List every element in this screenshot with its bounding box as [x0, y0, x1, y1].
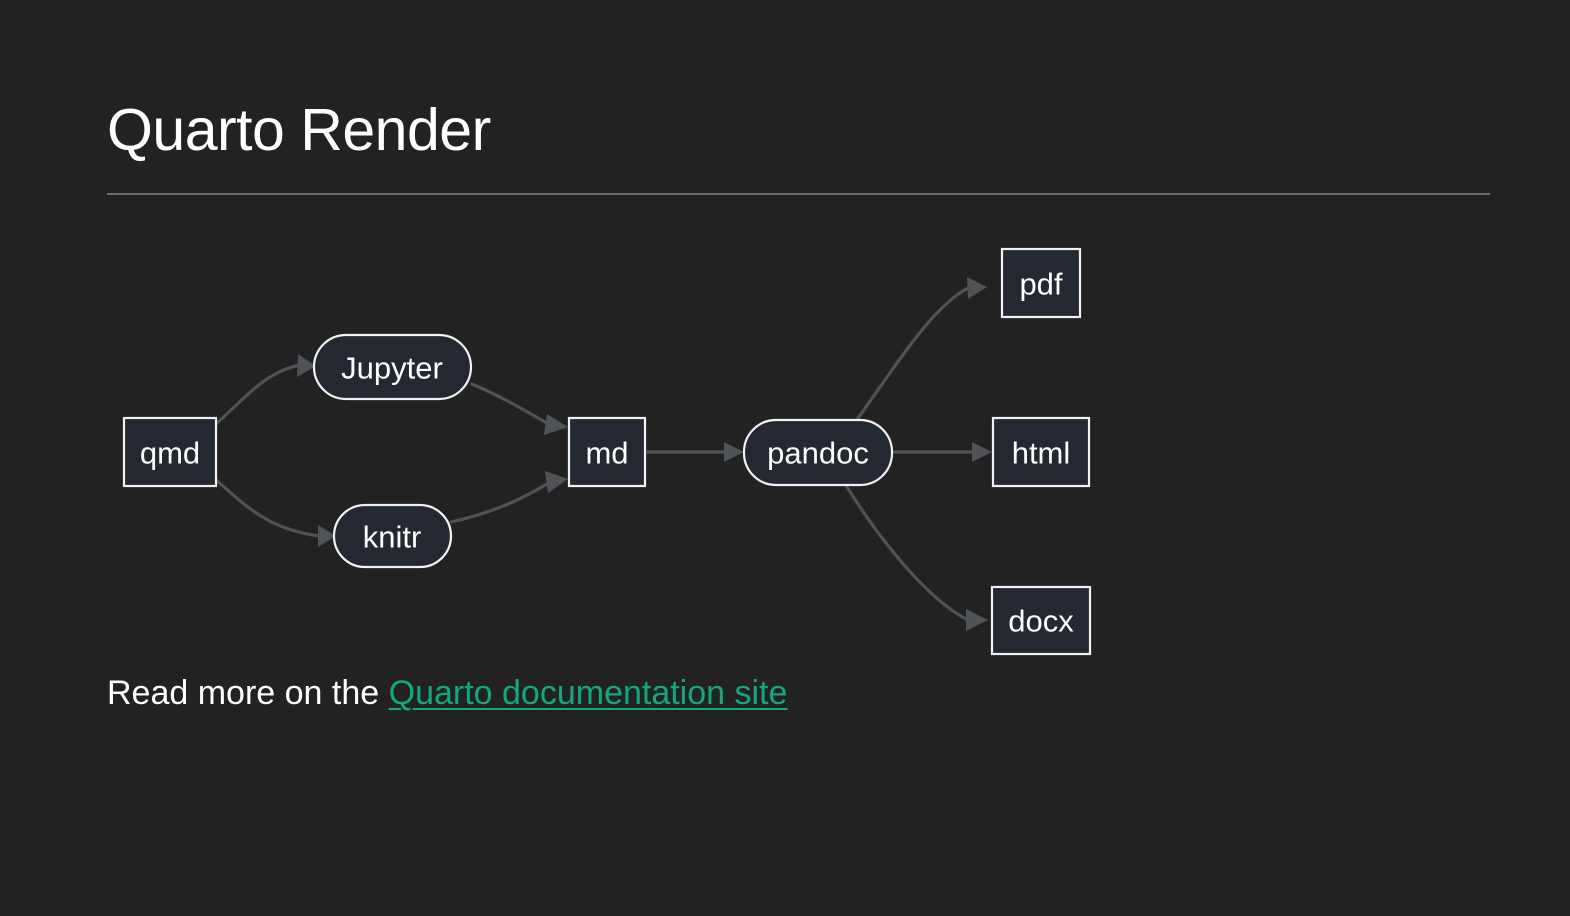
node-html[interactable]: html	[991, 416, 1091, 488]
node-docx-label: docx	[1008, 604, 1074, 639]
node-qmd-label: qmd	[140, 436, 200, 471]
node-md[interactable]: md	[567, 416, 647, 488]
arrowhead-icon	[545, 471, 568, 493]
footer-prefix: Read more on the	[107, 674, 389, 712]
edge-pandoc-to-html	[890, 442, 992, 462]
node-pandoc-label: pandoc	[767, 436, 869, 471]
node-pandoc-shape[interactable]	[742, 418, 894, 487]
edge-md-to-pandoc	[643, 442, 744, 462]
node-md-shape[interactable]	[567, 416, 647, 488]
node-docx-shape[interactable]	[990, 585, 1092, 656]
quarto-documentation-link[interactable]: Quarto documentation site	[388, 674, 788, 712]
node-jupyter-shape[interactable]	[312, 333, 473, 401]
node-pdf-label: pdf	[1019, 267, 1062, 302]
node-html-shape[interactable]	[991, 416, 1091, 488]
arrowhead-icon	[544, 414, 568, 435]
arrowhead-icon	[724, 442, 744, 462]
node-knitr[interactable]: knitr	[332, 503, 453, 569]
node-jupyter[interactable]: Jupyter	[312, 333, 473, 401]
edge-pandoc-to-docx	[845, 485, 988, 631]
node-md-label: md	[585, 436, 628, 471]
edge-knitr-to-md	[449, 471, 568, 524]
node-pandoc[interactable]: pandoc	[742, 418, 894, 487]
arrowhead-icon	[297, 354, 316, 377]
node-knitr-label: knitr	[363, 520, 422, 555]
node-jupyter-label: Jupyter	[341, 351, 443, 386]
node-qmd-shape[interactable]	[122, 416, 218, 488]
arrowhead-icon	[318, 525, 336, 547]
node-pdf-shape[interactable]	[1000, 247, 1082, 319]
title-divider	[107, 193, 1490, 195]
arrowhead-icon	[966, 609, 988, 631]
title-block: Quarto Render	[107, 97, 1490, 163]
edge-qmd-to-knitr	[214, 478, 336, 547]
edge-qmd-to-jupyter	[214, 354, 316, 426]
arrowhead-icon	[967, 277, 987, 299]
node-qmd[interactable]: qmd	[122, 416, 218, 488]
arrowhead-icon	[972, 442, 992, 462]
node-knitr-shape[interactable]	[332, 503, 453, 569]
node-docx[interactable]: docx	[990, 585, 1092, 656]
page-title: Quarto Render	[107, 97, 491, 163]
edge-pandoc-to-pdf	[856, 277, 987, 420]
edge-jupyter-to-md	[470, 382, 568, 435]
node-pdf[interactable]: pdf	[1000, 247, 1082, 319]
footer-text: Read more on the Quarto documentation si…	[107, 673, 787, 714]
node-html-label: html	[1012, 436, 1071, 471]
